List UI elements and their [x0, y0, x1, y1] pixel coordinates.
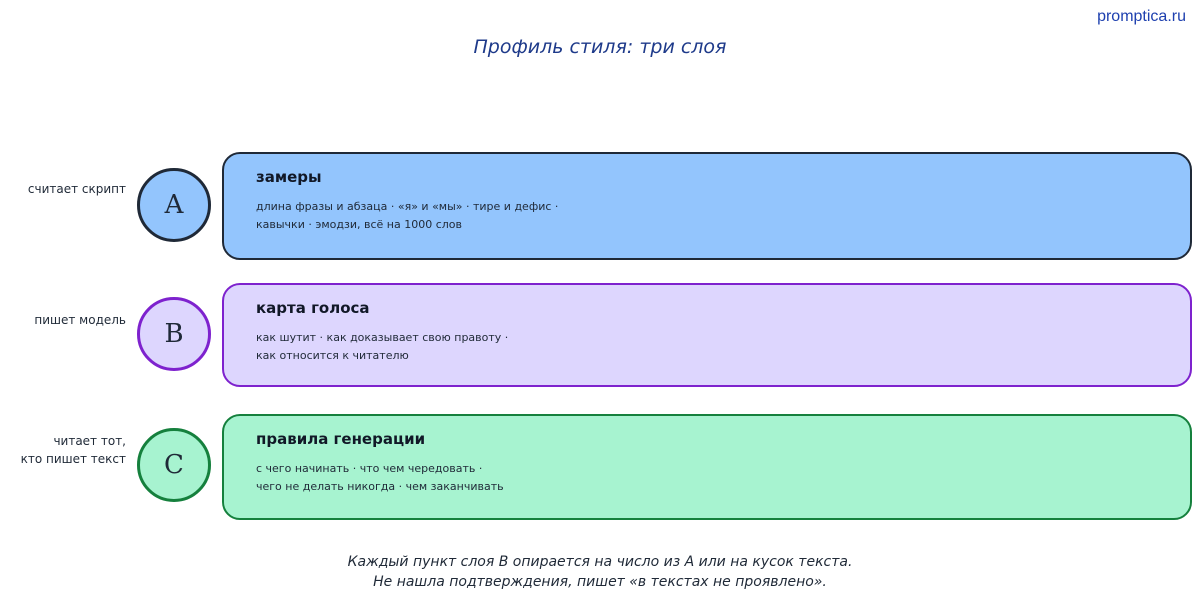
brand-link[interactable]: promptica.ru [1097, 8, 1186, 25]
layer-a-line-2: кавычки · эмодзи, всё на 1000 слов [256, 218, 463, 231]
layer-c-circle: C [137, 428, 211, 502]
layer-b-box: карта голоса как шутит · как доказывает … [222, 283, 1192, 387]
layer-b-description: как шутит · как доказывает свою правоту … [256, 329, 1158, 365]
layer-c-line-1: с чего начинать · что чем чередовать · [256, 462, 483, 475]
side-label-c-line-2: кто пишет текст [20, 452, 126, 466]
layer-c-description: с чего начинать · что чем чередовать · ч… [256, 460, 1158, 496]
footer-note: Каждый пункт слоя B опирается на число и… [0, 552, 1200, 592]
layer-c-line-2: чего не делать никогда · чем заканчивать [256, 480, 504, 493]
layer-b-title: карта голоса [256, 299, 370, 317]
diagram-title: Профиль стиля: три слоя [473, 36, 727, 58]
layer-b-circle: B [137, 297, 211, 371]
layer-c-box: правила генерации с чего начинать · что … [222, 414, 1192, 520]
side-label-b-line-1: пишет модель [34, 313, 126, 327]
side-label-c: читает тот, кто пишет текст [6, 432, 126, 468]
layer-a-line-1: длина фразы и абзаца · «я» и «мы» · тире… [256, 200, 559, 213]
side-label-a-line-1: считает скрипт [27, 182, 126, 196]
footer-line-1: Каждый пункт слоя B опирается на число и… [347, 554, 853, 570]
layer-b-line-1: как шутит · как доказывает свою правоту … [256, 331, 509, 344]
layer-a-description: длина фразы и абзаца · «я» и «мы» · тире… [256, 198, 1158, 234]
layer-c-title: правила генерации [256, 430, 426, 448]
layer-a-title: замеры [256, 168, 322, 186]
layer-a-box: замеры длина фразы и абзаца · «я» и «мы»… [222, 152, 1192, 260]
side-label-b: пишет модель [6, 311, 126, 329]
layer-a-circle: A [137, 168, 211, 242]
side-label-c-line-1: читает тот, [53, 434, 126, 448]
side-label-a: считает скрипт [6, 180, 126, 198]
footer-line-2: Не нашла подтверждения, пишет «в текстах… [373, 574, 827, 590]
layer-b-line-2: как относится к читателю [256, 349, 409, 362]
